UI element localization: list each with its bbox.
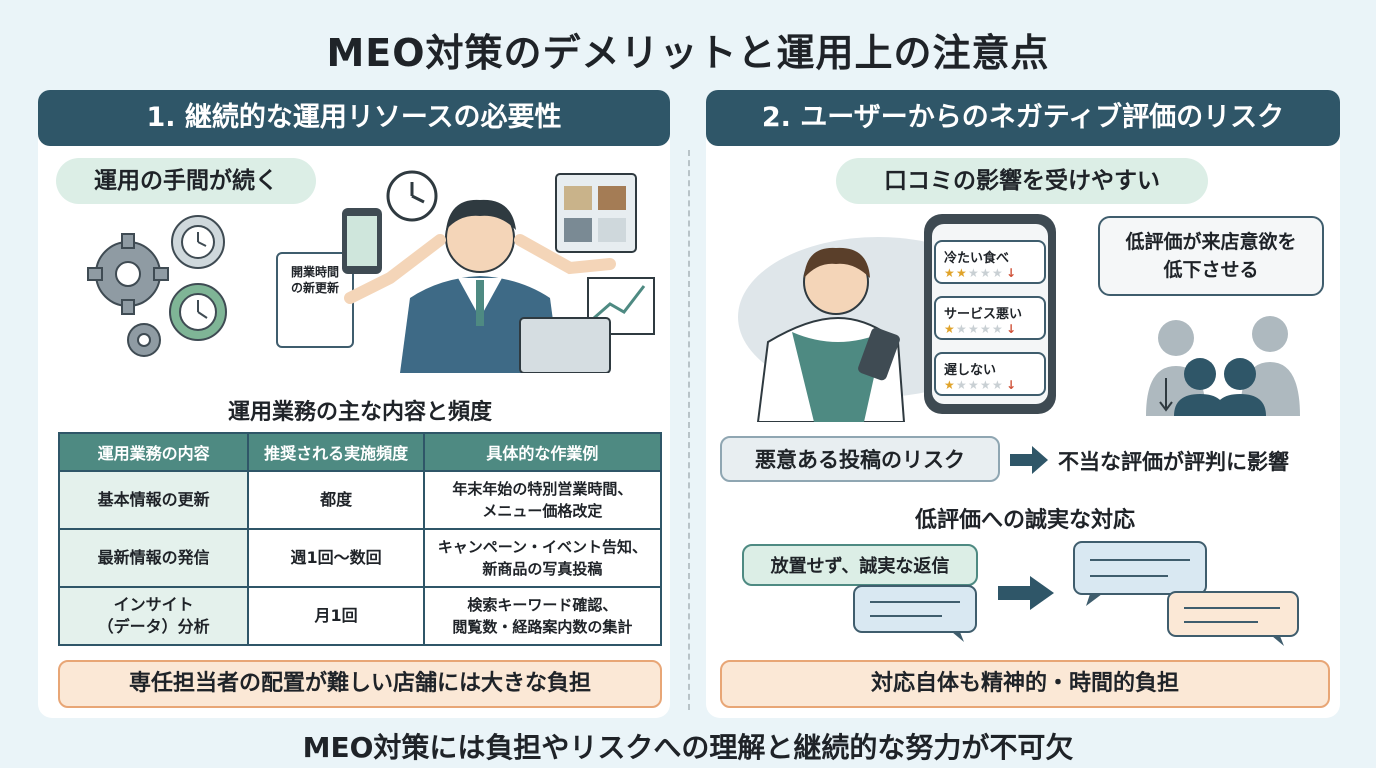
operations-table: 運用業務の内容 推奨される実施頻度 具体的な作業例 基本情報の更新 都度 年末年… [57,432,663,646]
page-title: MEO対策のデメリットと運用上の注意点 [326,31,1050,75]
table-cell: インサイト （データ）分析 [57,586,250,646]
speech-bubble-low-rating: 低評価が来店意欲を 低下させる [1098,216,1324,296]
table-header-cell: 運用業務の内容 [57,432,250,472]
message-bubble-icon [1073,541,1207,606]
table-header-cell: 具体的な作業例 [422,432,663,472]
callout-operations-burden: 専任担当者の配置が難しい店舗には大きな負担 [58,660,662,708]
star-icon: ★ [980,266,991,278]
star-icon: ★ [980,322,991,334]
table-row: 最新情報の発信 週1回〜数回 キャンペーン・イベント告知、 新商品の写真投稿 [57,528,663,588]
table-header-row: 運用業務の内容 推奨される実施頻度 具体的な作業例 [57,432,663,472]
table-cell: 年末年始の特別営業時間、 メニュー価格改定 [422,470,663,530]
table-cell: 基本情報の更新 [57,470,250,530]
review-card-3: 遅しない ★★★★★↓ [934,352,1046,396]
arrow-right-icon [1010,446,1048,474]
worried-staff-illustration [738,237,948,422]
star-icon: ★ [968,266,979,278]
message-bubble-icon [1167,591,1299,646]
star-icon: ★ [968,378,979,390]
risk-result-text: 不当な評価が評判に影響 [1058,450,1289,474]
star-icon: ★ [992,266,1003,278]
table-cell: 最新情報の発信 [57,528,250,588]
review-text: 冷たい食べ [944,250,1010,266]
busy-worker-illustration [342,170,655,373]
table-cell: 検索キーワード確認、 閲覧数・経路案内数の集計 [422,586,663,646]
review-stars: ★★★★★↓ [944,322,1014,334]
table-header-cell: 推奨される実施頻度 [247,432,425,472]
panel-header-operations: 1. 継続的な運用リソースの必要性 [38,90,670,146]
review-stars: ★★★★★↓ [944,266,1014,278]
star-icon: ★ [956,322,967,334]
table-row: インサイト （データ）分析 月1回 検索キーワード確認、 閲覧数・経路案内数の集… [57,586,663,646]
notice-card-text: 開業時間の新更新 [290,265,339,295]
review-text: サービス悪い [944,306,1023,322]
table-title: 運用業務の主な内容と頻度 [227,400,492,425]
table-cell: キャンペーン・イベント告知、 新商品の写真投稿 [422,528,663,588]
pill-review-impact: 口コミの影響を受けやすい [836,158,1208,204]
message-bubble-icon [853,585,977,642]
star-icon: ★ [968,322,979,334]
table-cell: 週1回〜数回 [247,528,425,588]
star-icon: ★ [944,266,955,278]
star-icon: ★ [956,266,967,278]
table-cell: 月1回 [247,586,425,646]
arrow-down-icon: ↓ [1006,322,1014,334]
star-icon: ★ [944,322,955,334]
star-icon: ★ [992,378,1003,390]
panel-divider [688,150,690,710]
pill-operations: 運用の手間が続く [56,158,316,204]
callout-response-burden: 対応自体も精神的・時間的負担 [720,660,1330,708]
star-icon: ★ [944,378,955,390]
table-row: 基本情報の更新 都度 年末年始の特別営業時間、 メニュー価格改定 [57,470,663,530]
risk-malicious-posts: 悪意ある投稿のリスク [720,436,1000,482]
response-title: 低評価への誠実な対応 [914,508,1135,533]
arrow-right-icon [998,576,1054,610]
review-card-1: 冷たい食べ ★★★★★↓ [934,240,1046,284]
customers-illustration [1146,316,1300,416]
table-cell: 都度 [247,470,425,530]
star-icon: ★ [992,322,1003,334]
star-icon: ★ [980,378,991,390]
star-icon: ★ [956,378,967,390]
arrow-down-icon: ↓ [1006,266,1014,278]
gears-icon [87,215,227,357]
review-stars: ★★★★★↓ [944,378,1014,390]
review-card-2: サービス悪い ★★★★★↓ [934,296,1046,340]
arrow-down-icon: ↓ [1006,378,1014,390]
panel-header-negative-reviews: 2. ユーザーからのネガティブ評価のリスク [706,90,1340,146]
footer-summary: MEO対策には負担やリスクへの理解と継続的な努力が不可欠 [302,731,1074,764]
reply-bubble: 放置せず、誠実な返信 [742,544,978,586]
review-text: 遅しない [944,362,997,378]
